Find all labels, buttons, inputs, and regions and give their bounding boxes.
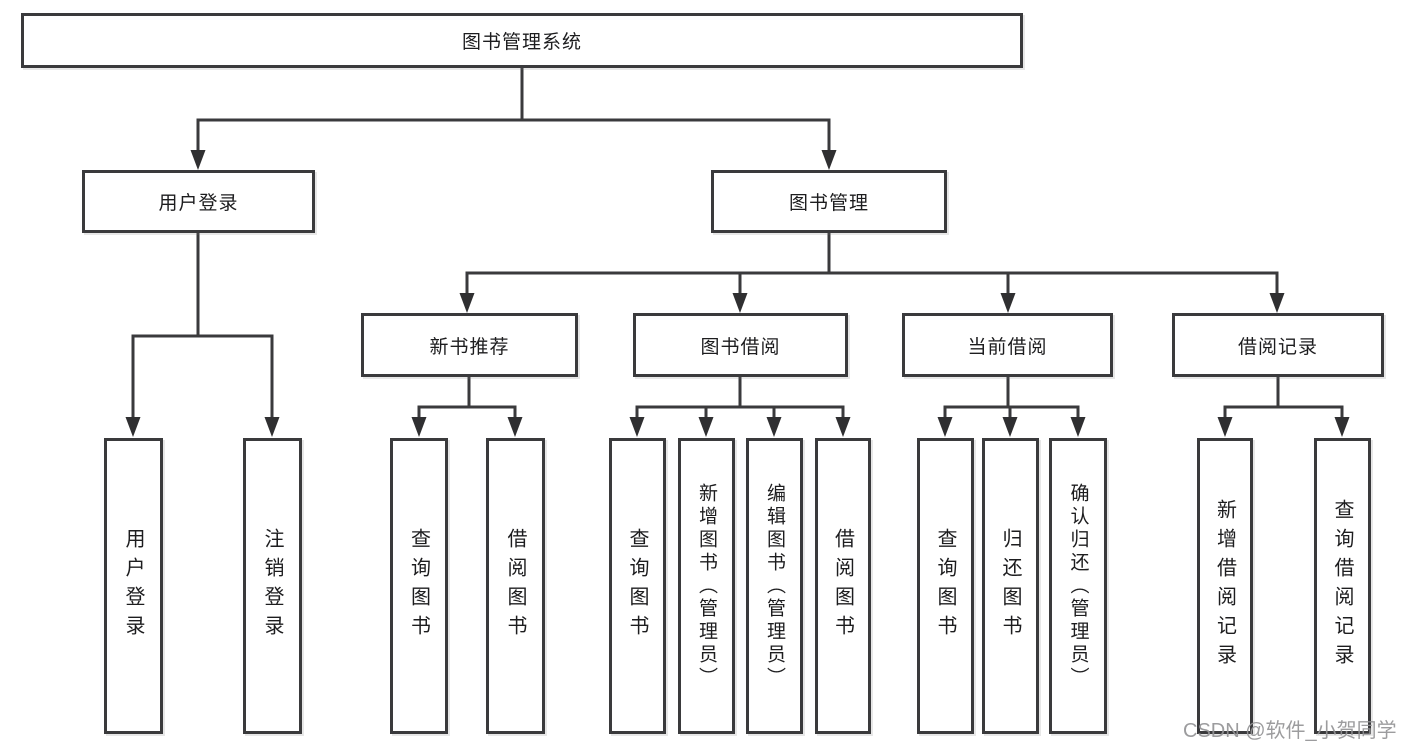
leaf-query-book-borrow-label: 查询图书 [626,528,648,644]
csdn-watermark: CSDN @软件_小贺同学 [1183,720,1397,742]
leaf-logout: 注销登录 [243,438,302,734]
leaf-add-borrow-record: 新增借阅记录 [1197,438,1253,734]
leaf-confirm-return-admin: 确认归还（管理员） [1049,438,1107,734]
leaf-logout-label: 注销登录 [261,528,283,644]
leaf-user-login-label: 用户登录 [122,528,144,644]
leaf-borrow-book: 借阅图书 [815,438,871,734]
node-user-login-label: 用户登录 [158,193,239,214]
leaf-add-book-admin: 新增图书（管理员） [678,438,735,734]
node-book-mgmt: 图书管理 [711,170,947,233]
leaf-add-borrow-record-label: 新增借阅记录 [1213,499,1236,673]
leaf-query-book-borrow: 查询图书 [609,438,666,734]
node-book-mgmt-label: 图书管理 [788,193,869,214]
node-root-label: 图书管理系统 [461,32,582,53]
node-new-book-recommend-label: 新书推荐 [429,336,510,358]
leaf-return-book: 归还图书 [982,438,1039,734]
leaf-borrow-book-newrec: 借阅图书 [486,438,545,734]
arrowheads [125,150,1350,437]
node-user-login: 用户登录 [82,170,315,233]
leaf-edit-book-admin: 编辑图书（管理员） [746,438,803,734]
leaf-query-borrow-record: 查询借阅记录 [1314,438,1371,734]
leaf-query-book-newrec: 查询图书 [390,438,448,734]
leaf-query-book-current: 查询图书 [917,438,974,734]
node-current-borrow-label: 当前借阅 [967,336,1048,358]
node-root: 图书管理系统 [21,13,1023,68]
leaf-user-login: 用户登录 [104,438,163,734]
leaf-edit-book-admin-label: 编辑图书（管理员） [764,482,785,690]
node-book-borrow: 图书借阅 [633,313,848,377]
leaf-borrow-book-label: 借阅图书 [831,528,854,644]
leaf-return-book-label: 归还图书 [999,528,1021,644]
leaf-add-book-admin-label: 新增图书（管理员） [696,482,717,690]
node-borrow-record-label: 借阅记录 [1237,336,1318,358]
leaf-confirm-return-admin-label: 确认归还（管理员） [1067,482,1089,690]
node-borrow-record: 借阅记录 [1172,313,1384,377]
leaf-query-book-current-label: 查询图书 [934,528,956,644]
leaf-query-book-newrec-label: 查询图书 [407,528,430,644]
leaf-query-borrow-record-label: 查询借阅记录 [1331,499,1353,673]
leaf-borrow-book-newrec-label: 借阅图书 [504,528,526,644]
node-book-borrow-label: 图书借阅 [700,336,781,358]
node-new-book-recommend: 新书推荐 [361,313,578,377]
edge-lines [131,66,1344,422]
node-current-borrow: 当前借阅 [902,313,1113,377]
